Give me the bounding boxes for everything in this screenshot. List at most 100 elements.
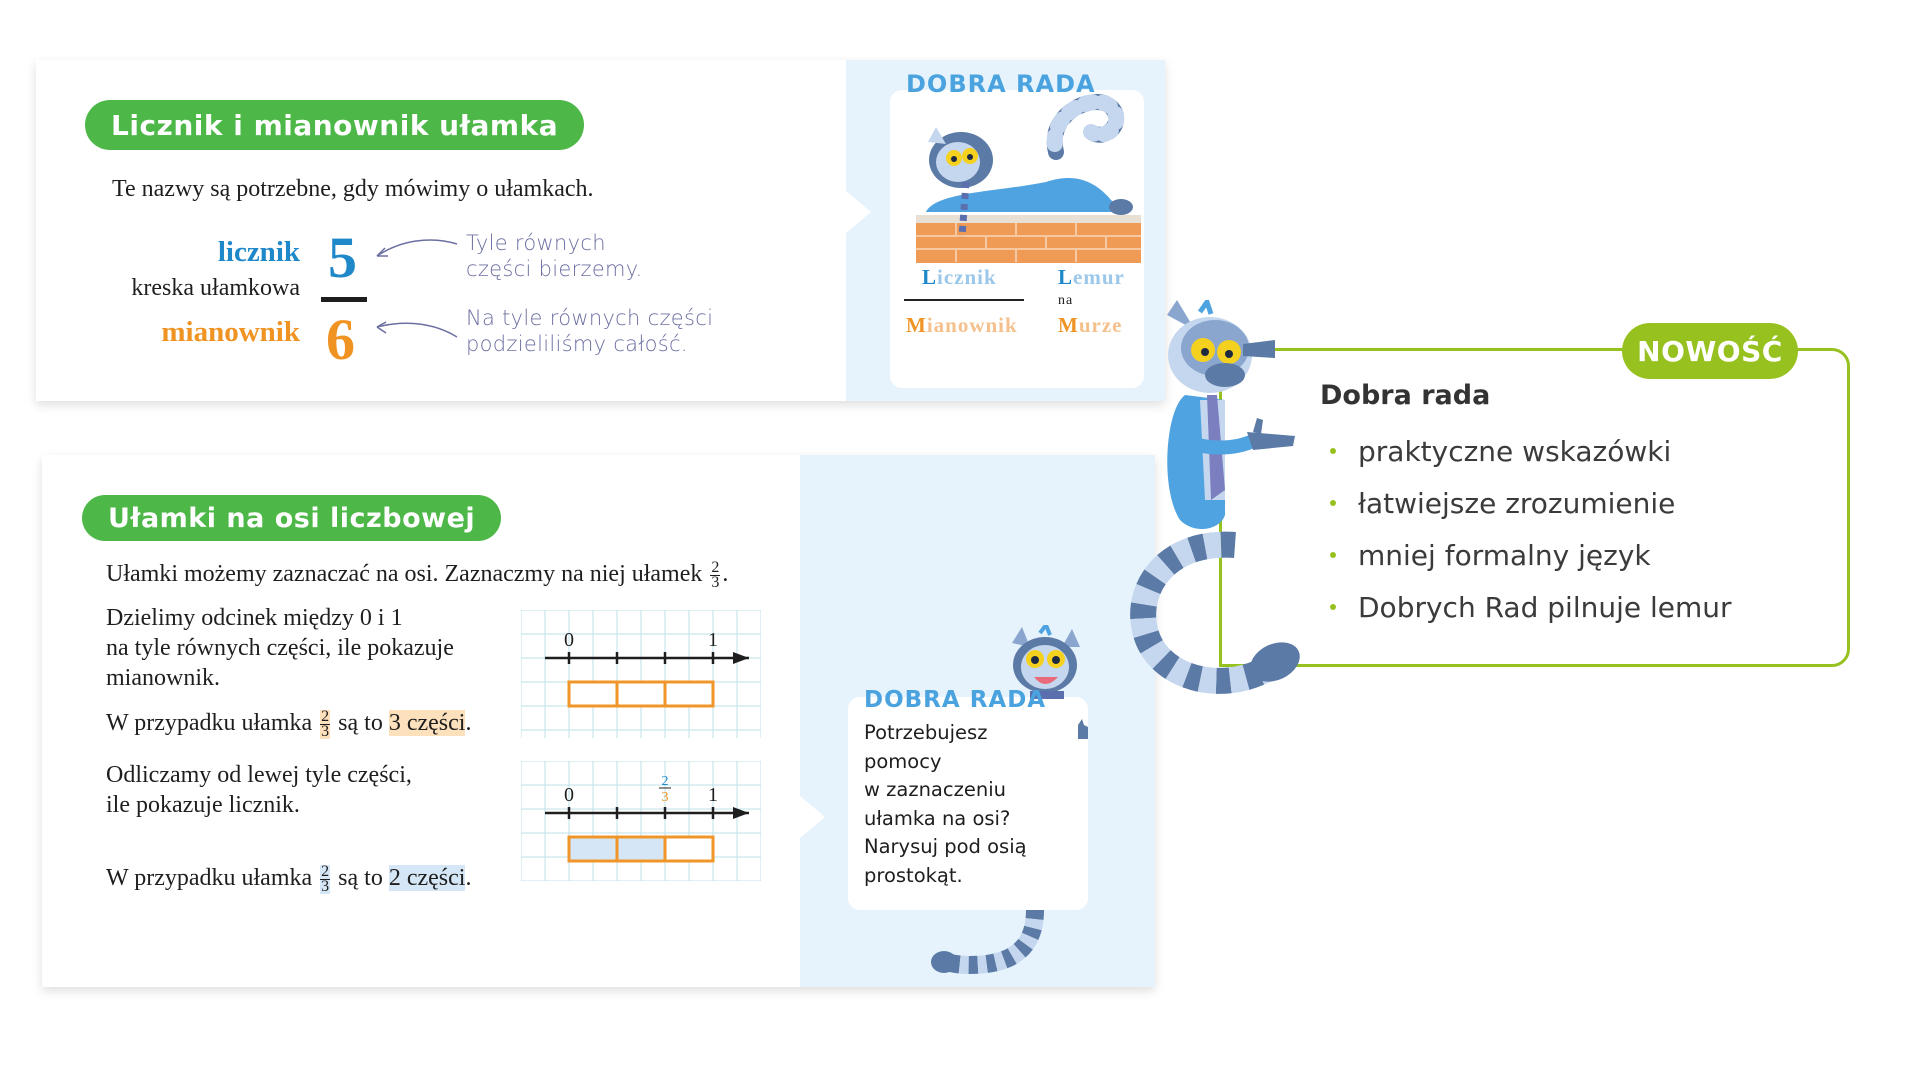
tip-line: Narysuj pod osią [864, 835, 1027, 858]
tick-label-1: 1 [708, 784, 718, 806]
bullet-icon [1330, 552, 1336, 558]
feature-item-text: praktyczne wskazówki [1358, 434, 1672, 468]
tick-label-0: 0 [564, 629, 574, 651]
initial: M [1058, 313, 1079, 337]
rest: emur [1073, 265, 1125, 289]
feature-list: praktyczne wskazówki łatwiejsze zrozumie… [1330, 425, 1732, 633]
intro-text: Te nazwy są potrzebne, gdy mówimy o ułam… [112, 176, 594, 202]
mnemonic-murze: Murze [1058, 313, 1122, 338]
text: są to [338, 865, 383, 891]
lemur-tail-icon [931, 910, 1044, 975]
numerator-note: Tyle równych części bierzemy. [466, 230, 643, 282]
frac-num: 2 [320, 862, 331, 880]
rest: icznik [937, 265, 997, 289]
tip-title: DOBRA RADA [864, 687, 1047, 713]
mnemonic: Licznik Mianownik Lemur na Murze [904, 265, 1134, 375]
mnemonic-numerator: Licznik [922, 265, 997, 290]
rest: urze [1078, 313, 1123, 337]
numerator-value: 5 [328, 225, 357, 290]
bullet-icon [1330, 500, 1336, 506]
part-rect [615, 680, 667, 708]
lemur-paw-icon [1078, 719, 1088, 739]
lemur-peeking-icon [1012, 625, 1080, 699]
text: W przypadku ułamka [106, 710, 313, 736]
mnemonic-lemur: Lemur [1058, 265, 1125, 290]
tip-line: prostokąt. [864, 863, 963, 887]
note-line: podzieliliśmy całość. [466, 332, 688, 356]
mnemonic-denominator: Mianownik [906, 313, 1018, 338]
text-line: ile pokazuje licznik. [106, 792, 300, 818]
part-rect [663, 680, 715, 708]
feature-item: mniej formalny język [1330, 529, 1732, 581]
denominator-note: Na tyle równych części podzieliliśmy cał… [466, 305, 713, 357]
note-line: Na tyle równych części [466, 306, 714, 330]
frac-den: 3 [321, 722, 330, 740]
lemur-on-wall-icon [916, 94, 1141, 263]
initial: L [922, 265, 938, 289]
text-line: Dzielimy odcinek między 0 i 1 [106, 605, 403, 631]
part-rect [567, 835, 619, 863]
denominator-value: 6 [326, 307, 355, 372]
text: W przypadku ułamka [106, 865, 313, 891]
card-fractions-on-number-line: Ułamki na osi liczbowej Ułamki możemy za… [42, 455, 1155, 987]
text-line: Odliczamy od lewej tyle części, [106, 762, 412, 788]
fraction-bar-label: kreska ułamkowa [131, 275, 300, 301]
step1-text: Dzielimy odcinek między 0 i 1 na tyle ró… [106, 603, 454, 693]
panel-notch [799, 795, 825, 839]
initial: L [1058, 265, 1074, 289]
frac-num: 2 [710, 559, 721, 576]
frac-den: 3 [321, 877, 330, 895]
feature-item-text: Dobrych Rad pilnuje lemur [1358, 590, 1732, 624]
denominator-label: mianownik [161, 316, 300, 348]
card-numerator-denominator: Licznik i mianownik ułamka Te nazwy są p… [36, 60, 1165, 401]
text-line: na tyle równych części, ile pokazuje [106, 635, 454, 661]
part-rect [615, 835, 667, 863]
tip-box [848, 697, 1088, 910]
frac-den: 3 [711, 574, 720, 591]
text-line: mianownik. [106, 665, 220, 691]
highlight-parts: 2 części [388, 865, 466, 891]
tick-label-1: 1 [708, 629, 718, 651]
note-line: Tyle równych [466, 231, 606, 255]
tip-line: Potrzebujesz [864, 721, 988, 744]
marker-numerator: 2 [662, 774, 669, 789]
axis-arrow [733, 652, 749, 664]
note-line: części bierzemy. [466, 257, 643, 281]
intro-sentence: Ułamki możemy zaznaczać na osi. Zaznaczm… [106, 561, 703, 588]
step2-text: Odliczamy od lewej tyle części, ile poka… [106, 760, 412, 820]
text: są to [338, 710, 383, 736]
mnemonic-na: na [1058, 293, 1074, 308]
mnemonic-bar [904, 299, 1024, 301]
marker-denominator: 3 [662, 790, 669, 805]
arrow-to-numerator-icon [376, 239, 458, 257]
tip-line: pomocy [864, 749, 942, 773]
bullet-icon [1330, 604, 1336, 610]
fraction-bar [321, 297, 367, 302]
feature-item: praktyczne wskazówki [1330, 425, 1732, 477]
tip-line: ułamka na osi? [864, 806, 1011, 830]
tip-title: DOBRA RADA [906, 70, 1096, 98]
part-rect [567, 680, 619, 708]
tip-line: w zaznaczeniu [864, 778, 1006, 801]
numerator-label: licznik [217, 236, 300, 268]
panel-notch [845, 190, 871, 234]
feature-title: Dobra rada [1320, 380, 1491, 411]
initial: M [906, 313, 927, 337]
part-rect [663, 835, 715, 863]
highlight-parts: 3 części [388, 710, 466, 736]
feature-item: łatwiejsze zrozumienie [1330, 477, 1732, 529]
axis-arrow [733, 807, 749, 819]
feature-item-text: łatwiejsze zrozumienie [1358, 486, 1676, 520]
new-badge: NOWOŚĆ [1622, 323, 1798, 379]
section-title: Licznik i mianownik ułamka [85, 100, 585, 150]
tip-text: Potrzebujesz pomocy w zaznaczeniu ułamka… [864, 719, 1027, 890]
lemur-pointing-icon [1130, 300, 1300, 694]
section-title: Ułamki na osi liczbowej [82, 495, 502, 541]
frac-num: 2 [320, 707, 331, 725]
